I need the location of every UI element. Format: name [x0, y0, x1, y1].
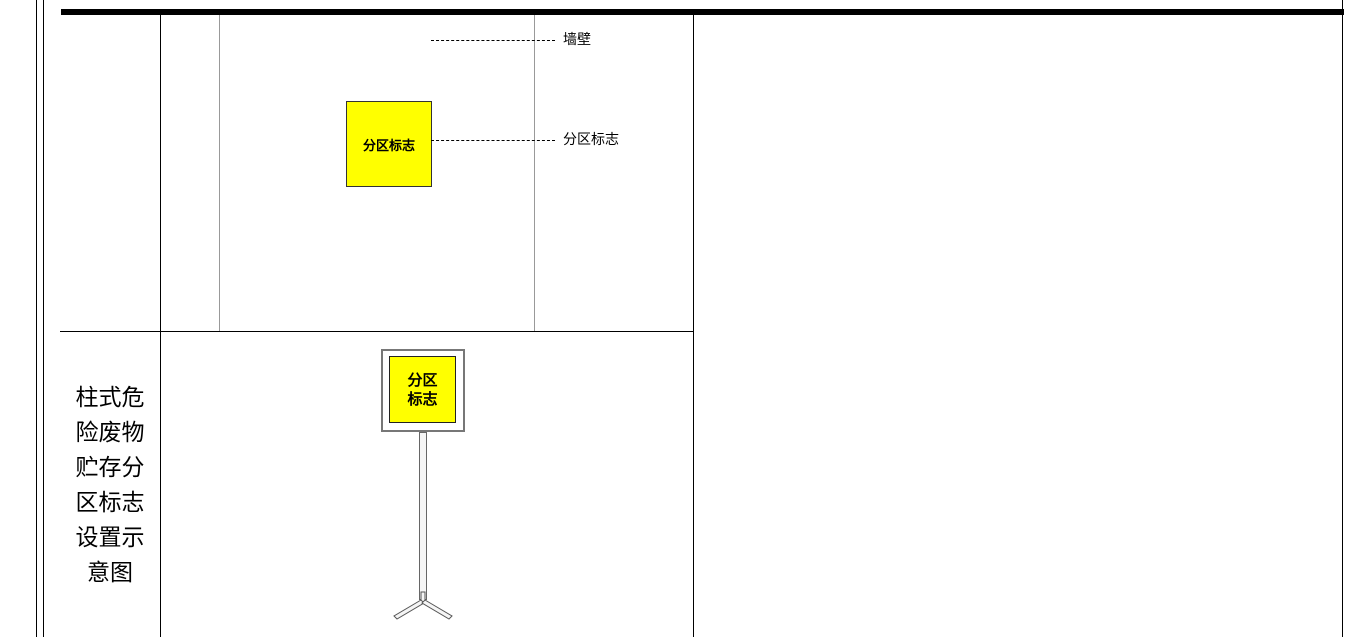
table-column-divider-2	[160, 12, 161, 637]
row-label-line-1: 柱式危	[75, 385, 145, 411]
wall-mounted-sign-text: 分区标志	[362, 138, 415, 154]
post-sign-text-line-1: 分区	[407, 370, 438, 389]
row-label-line-3: 贮存分	[75, 455, 145, 481]
row-label-line-2: 险废物	[75, 420, 145, 446]
sign-post-pole	[419, 432, 427, 600]
row-label-line-5: 设置示	[75, 525, 145, 551]
table-top-border	[61, 9, 1344, 15]
diagram-left-guide-line	[219, 15, 220, 331]
row-label-line-4: 区标志	[75, 490, 145, 516]
wall-label: 墙壁	[563, 32, 591, 48]
sign-callout-label: 分区标志	[563, 132, 619, 148]
tripod-base-icon	[393, 591, 453, 620]
post-sign-text-line-2: 标志	[407, 389, 438, 408]
wall-line	[534, 15, 535, 331]
row-label-line-6: 意图	[87, 560, 133, 586]
wall-mounted-sign: 分区标志	[346, 101, 432, 187]
table-column-divider-1	[43, 0, 44, 637]
table-right-border	[1342, 0, 1343, 637]
post-sign-panel: 分区 标志	[389, 356, 456, 423]
table-column-divider-3	[693, 12, 694, 637]
wall-callout-line	[431, 40, 555, 41]
sign-callout-line	[431, 140, 555, 141]
table-left-border	[36, 0, 37, 637]
table-row-divider	[60, 331, 694, 332]
post-sign-row-label: 柱式危 险废物 贮存分 区标志 设置示 意图	[60, 381, 160, 591]
